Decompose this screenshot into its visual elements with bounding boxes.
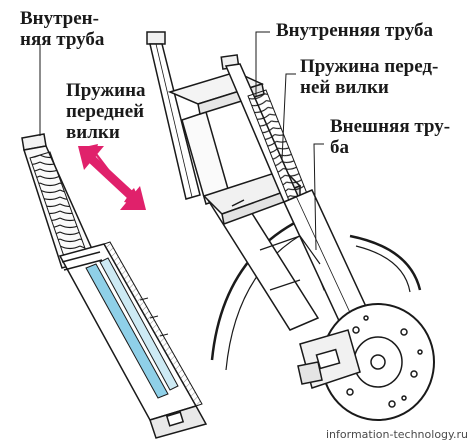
label-spring-right-line1: Пружина перед-: [300, 56, 439, 77]
label-spring-left-line3: вилки: [66, 122, 120, 143]
damper-rod: [85, 257, 179, 399]
label-inner-tube-right: Внутренняя труба: [276, 20, 434, 41]
tire: [210, 218, 422, 371]
label-inner-tube-left: Внутрен- няя труба: [20, 8, 104, 50]
brake-disc: [321, 303, 435, 421]
motion-arrow-icon: [78, 144, 146, 210]
watermark: information-technology.ru: [326, 428, 468, 441]
label-outer-tube-right: Внешняя тру- ба: [330, 116, 450, 158]
label-spring-left: Пружина передней вилки: [66, 80, 146, 143]
label-inner-tube-left-line2: няя труба: [20, 29, 105, 50]
label-outer-tube-right-line2: ба: [330, 137, 349, 158]
label-spring-right: Пружина перед- ней вилки: [300, 56, 438, 98]
label-inner-tube-left-line1: Внутрен-: [20, 8, 99, 29]
fork-assembly: [146, 31, 435, 421]
label-outer-tube-right-line1: Внешняя тру-: [330, 116, 451, 137]
label-spring-right-line2: ней вилки: [300, 77, 389, 98]
label-spring-left-line1: Пружина: [66, 80, 146, 101]
fork-leg-cutaway: [21, 133, 208, 439]
leader-lines: [39, 31, 324, 251]
fork-leg-front: [146, 31, 320, 331]
label-spring-left-line2: передней: [66, 101, 145, 122]
brake-caliper: [297, 329, 361, 389]
